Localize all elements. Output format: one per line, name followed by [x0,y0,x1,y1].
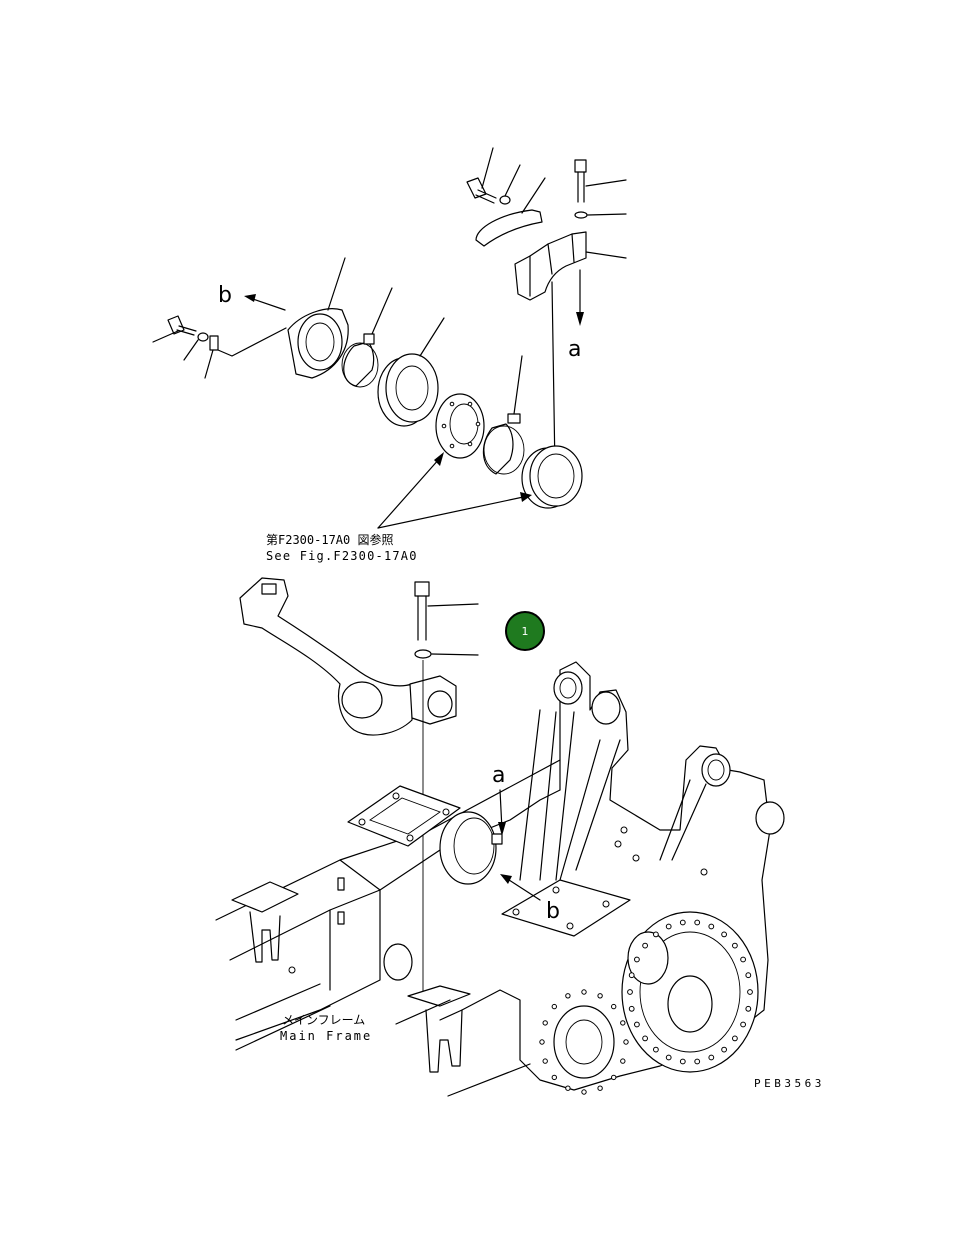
reference-label-en: See Fig.F2300-17A0 [266,549,418,563]
bolt-hole [627,989,633,995]
bolt-hole [745,1005,752,1012]
bolt-hole [581,1089,587,1095]
view-label-a-upper: a [568,337,581,362]
washer-upper-right [574,211,627,219]
lower-assembly [215,577,785,1097]
bolt-hole [747,989,753,995]
bolt-hole [694,919,701,926]
bolt-hole [628,1005,635,1012]
retainer-flange [244,257,349,379]
bolt-hole [542,1020,548,1026]
bolt-circle [539,919,753,1095]
bolt-hole [653,931,659,938]
bolt-hole [665,1054,672,1061]
drawing-code: PEB3563 [754,1077,825,1090]
bolt-hole [611,1074,617,1081]
bolt-hole [732,1035,738,1042]
main-frame-label-en: Main Frame [280,1029,372,1043]
bolt-hole [634,956,640,963]
strap-plate [475,177,546,247]
dowel-pin [204,327,287,379]
view-label-a-lower: a [492,763,505,788]
washer-small-left [183,332,209,361]
bolt-hole [721,1046,727,1053]
bolt-hole [628,972,635,979]
bolt-hole [708,923,715,930]
bolt-hole [551,1003,557,1010]
bolt-upper-right [574,159,627,203]
callout-marker-1[interactable]: 1 [505,611,545,651]
main-frame-label-jp: メインフレーム [282,1013,365,1027]
callout-number: 1 [522,625,529,638]
seal-plate [435,393,485,459]
equalizer-arm [239,577,457,736]
bolt-hole [740,956,746,963]
bolt-hole [565,993,571,999]
bolt-hole [539,1039,545,1045]
bolt-hole [597,993,603,999]
washer-lower [414,649,479,659]
main-frame [215,661,785,1097]
bolt-hole [565,1085,571,1091]
bushing [377,317,445,427]
clamp-band [341,287,393,388]
bolt-hole [732,942,738,949]
bolt-hole [597,1085,603,1091]
bolt-hole [620,1058,626,1064]
bolt-hole [665,923,672,930]
bolt-hole [745,972,752,979]
bolt-hole [653,1046,659,1053]
bearing-ring [521,445,583,509]
view-label-b-upper: b [218,283,232,308]
bolt-hole [740,1021,746,1028]
bolt-hole [611,1003,617,1010]
bolt-hole [721,931,727,938]
bolt-hole [581,989,587,995]
bearing-cap [514,231,627,471]
bolt-hole [634,1021,640,1028]
bolt-hole [679,919,686,926]
reference-leaders [377,452,532,529]
bolt-lower [414,581,479,641]
bolt-hole [623,1039,629,1045]
bolt-hole [642,942,648,949]
bolt-hole [551,1074,557,1081]
bolt-hole [708,1054,715,1061]
bolt-small-left [152,315,197,343]
bolt-upper-left [466,147,497,204]
clamp-band-lower [482,355,525,475]
washer-upper-left [499,164,521,205]
bolt-hole [694,1058,701,1065]
bolt-hole [679,1058,686,1065]
bolt-hole [542,1058,548,1064]
view-label-b-lower: b [546,899,560,924]
bolt-hole [620,1020,626,1026]
reference-label-jp: 第F2300-17A0 図参照 [266,532,393,547]
bolt-hole [642,1035,648,1042]
upper-assembly [152,147,627,529]
